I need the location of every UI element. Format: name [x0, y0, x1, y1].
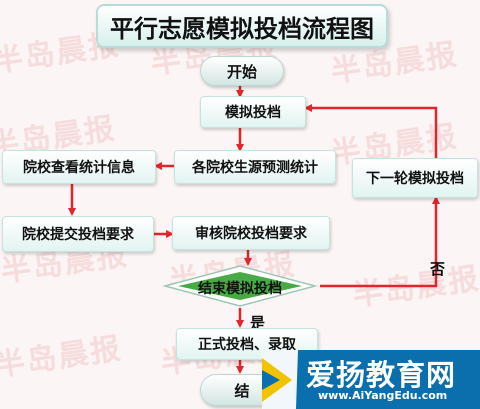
view-stats-node: 院校查看统计信息 [2, 150, 156, 184]
review-node: 审核院校投档要求 [172, 216, 330, 250]
decision-label: 结束模拟投档 [198, 281, 282, 297]
edge-label-yes: 是 [250, 314, 266, 332]
site-logo: 爱扬教育网 www.AiYangEdu.com [262, 350, 480, 409]
logo-url: www.AiYangEdu.com [318, 389, 448, 402]
arrow-decision-no-to-next [320, 196, 440, 288]
edge-label-no: 否 [430, 260, 446, 278]
page-title: 平行志愿模拟投档流程图 [96, 4, 388, 48]
logo-swoosh-icon [262, 350, 298, 409]
next-round-node: 下一轮模拟投档 [352, 158, 478, 198]
start-node: 开始 [200, 56, 284, 86]
arrow-next-to-simulate [304, 104, 438, 158]
forecast-node: 各院校生源预测统计 [174, 150, 336, 184]
decision-diamond-fill [178, 272, 302, 300]
simulate-node: 模拟投档 [200, 96, 306, 128]
logo-text: 爱扬教育网 [306, 358, 457, 392]
submit-requirements-node: 院校提交投档要求 [2, 216, 154, 252]
